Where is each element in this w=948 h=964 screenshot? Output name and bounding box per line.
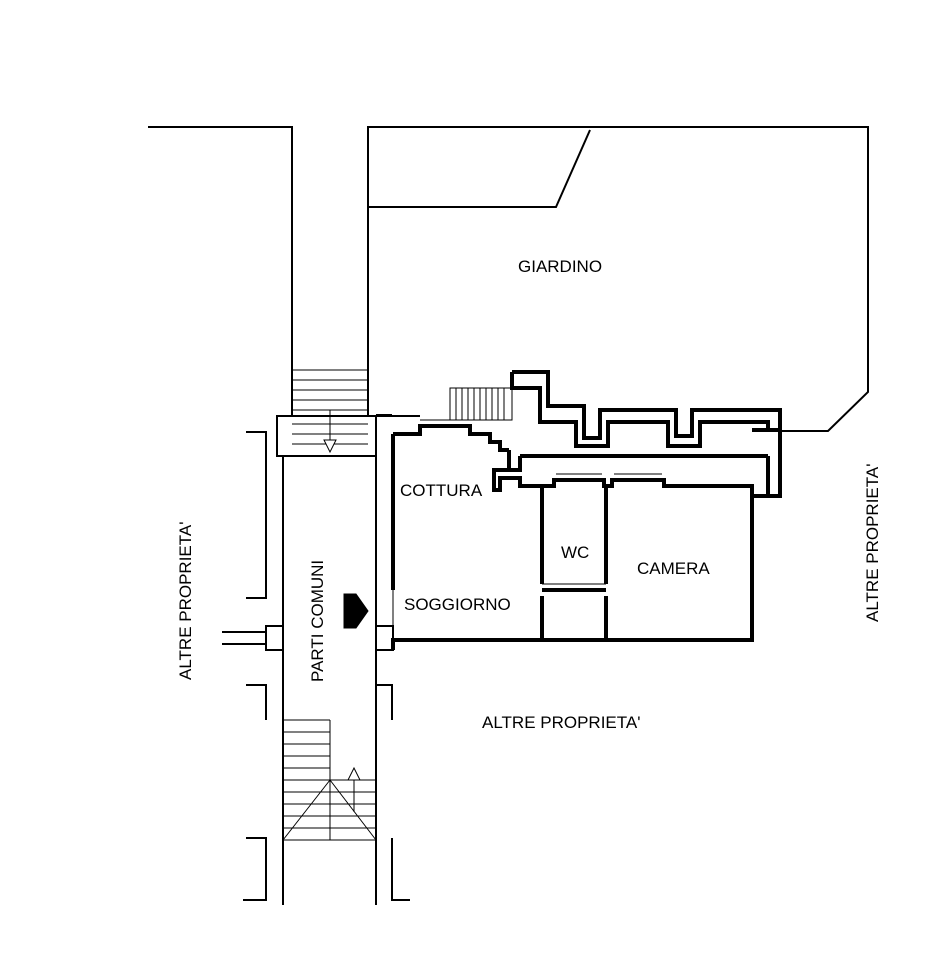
apartment — [391, 370, 782, 650]
other-properties-bottom-label: ALTRE PROPRIETA' — [482, 713, 640, 732]
living-room-label: SOGGIORNO — [404, 595, 511, 614]
wc-label: WC — [561, 543, 589, 562]
garden-label: GIARDINO — [518, 257, 602, 276]
bedroom-label: CAMERA — [637, 559, 710, 578]
lower-stair — [282, 719, 377, 841]
other-properties-right-label: ALTRE PROPRIETA' — [863, 464, 882, 622]
common-parts-label: PARTI COMUNI — [308, 560, 327, 682]
kitchen-label: COTTURA — [400, 481, 483, 500]
stair-up-arrow-icon — [347, 766, 361, 781]
common-corridor — [148, 126, 410, 905]
garden — [367, 126, 869, 432]
other-properties-left-label: ALTRE PROPRIETA' — [176, 522, 195, 680]
upper-stair — [291, 369, 369, 454]
stair-down-arrow-icon — [323, 439, 337, 454]
entrance-arrow-icon — [343, 593, 369, 629]
